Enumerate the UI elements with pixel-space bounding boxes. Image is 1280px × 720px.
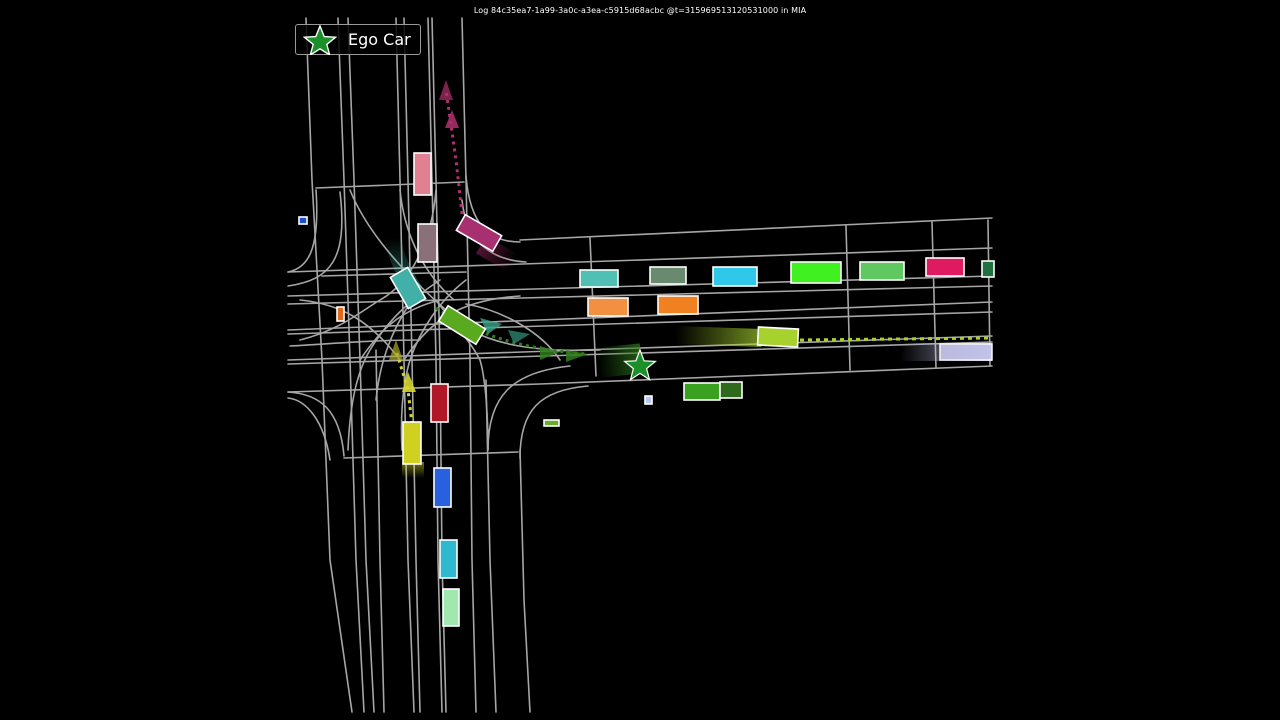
agent-vehicle [455, 213, 503, 253]
agent-vehicle [543, 419, 560, 427]
legend: Ego Car [295, 24, 421, 55]
log-caption: Log 84c35ea7-1a99-3a0c-a3ea-c5915d68acbc… [473, 6, 807, 15]
agent-vehicle [336, 306, 345, 322]
agent-vehicle [683, 382, 721, 401]
agent-vehicle [402, 421, 422, 465]
agent-vehicle [587, 297, 629, 317]
agent-vehicle [649, 266, 687, 285]
star-icon [623, 348, 657, 381]
agent-vehicle [433, 467, 452, 508]
ego-car-marker [623, 348, 657, 381]
agent-vehicle [389, 266, 427, 310]
agent-vehicle [430, 383, 449, 423]
agent-vehicle [413, 152, 432, 196]
agent-vehicle [712, 266, 758, 287]
agent-vehicle [756, 326, 800, 348]
agent-vehicle [417, 223, 438, 263]
agent-vehicle [719, 381, 743, 399]
star-icon [303, 24, 337, 55]
agent-vehicle [644, 395, 653, 405]
agent-vehicle [657, 295, 699, 315]
agent-vehicle [790, 261, 842, 284]
agent-vehicle [439, 539, 458, 579]
agent-vehicle [437, 304, 487, 346]
agent-vehicle [925, 257, 965, 277]
agent-vehicle [442, 588, 460, 627]
agent-vehicle [939, 343, 993, 361]
agent-vehicle [859, 261, 905, 281]
legend-label: Ego Car [348, 30, 411, 49]
agent-vehicle [298, 216, 308, 225]
agent-vehicle [981, 260, 995, 278]
agents [298, 152, 995, 627]
agent-vehicle [579, 269, 619, 288]
